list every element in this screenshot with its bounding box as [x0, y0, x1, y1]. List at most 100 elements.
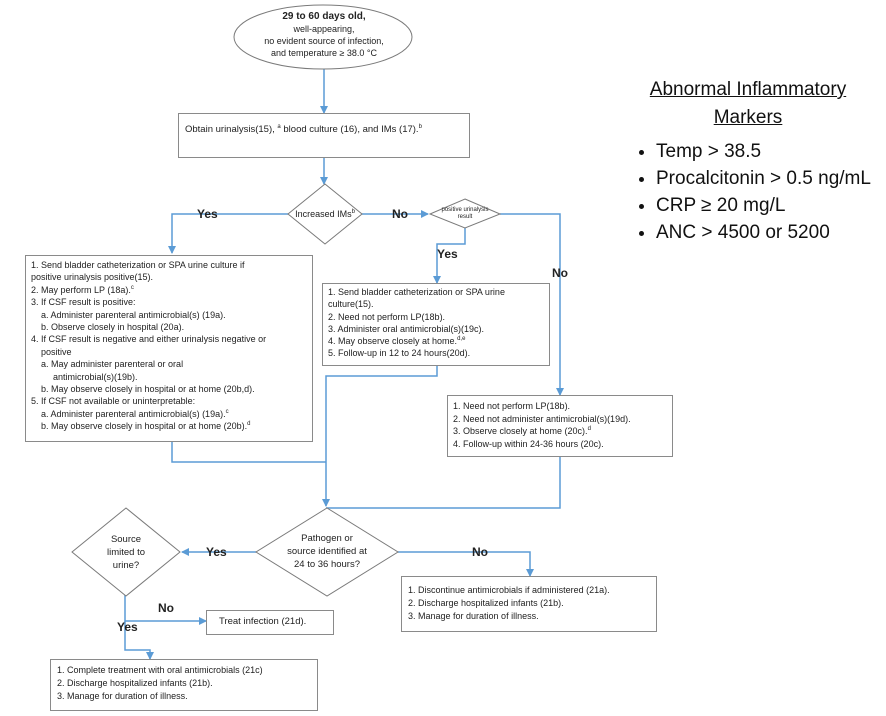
left-line-12: a. Administer parenteral antimicrobial(s… [31, 408, 307, 420]
complete-line-2: 3. Manage for duration of illness. [57, 691, 188, 701]
start-line3: no evident source of infection, [264, 36, 384, 46]
left-line-0: 1. Send bladder catheterization or SPA u… [31, 260, 245, 270]
decision-ims-sup: b [351, 209, 355, 215]
right-line-1: 2. Need not administer antimicrobial(s)(… [453, 413, 631, 424]
decision-pathogen: Pathogen or source identified at 24 to 3… [277, 532, 377, 571]
connector-ua-yes [433, 228, 466, 284]
connector-pathogen-no [398, 551, 534, 577]
left-sup-c1: c [130, 284, 134, 291]
label-ua-no: No [552, 266, 568, 280]
right-sup-d: d [587, 426, 591, 432]
connector-ims-yes [168, 213, 288, 254]
right-line-2: 3. Observe closely at home (20c).d [453, 425, 667, 438]
left-line-3: 3. If CSF result is positive: [31, 297, 136, 308]
right-line-2-text: 3. Observe closely at home (20c). [453, 426, 588, 436]
marker-item-crp: CRP ≥ 20 mg/L [656, 192, 886, 219]
decision-ims: Increased IMsb [290, 208, 360, 220]
decision-ims-shape [287, 183, 363, 245]
left-line-1: positive urinalysis positive(15). [31, 272, 154, 283]
complete-box: 1. Complete treatment with oral antimicr… [50, 659, 318, 711]
start-line2: well-appearing, [293, 24, 355, 34]
marker-item-anc: ANC > 4500 or 5200 [656, 219, 886, 246]
middle-line-4-text: 4. May observe closely at home. [328, 336, 458, 347]
label-source-no: No [158, 601, 174, 615]
treat-box: Treat infection (21d). [206, 610, 334, 635]
left-instructions-box: 1. Send bladder catheterization or SPA u… [25, 255, 313, 442]
decision-source-shape [71, 507, 181, 597]
discontinue-box: 1. Discontinue antimicrobials if adminis… [401, 576, 657, 632]
markers-title-line2: Markers [713, 107, 783, 128]
middle-sup-de: d,e [457, 336, 466, 343]
decision-ua-line2: result [457, 214, 473, 220]
left-line-13-text: b. May observe closely in hospital or at… [41, 421, 248, 432]
decision-source: Source limited to urine? [96, 533, 156, 572]
connector-middle-merge [322, 366, 438, 507]
decision-pathogen-line1: Pathogen or [301, 533, 353, 544]
label-ims-yes: Yes [197, 207, 218, 221]
left-line-8: a. May administer parenteral or oral [41, 359, 184, 370]
connector-right-merge [326, 457, 561, 509]
label-ims-no: No [392, 207, 408, 221]
middle-line-0: 1. Send bladder catheterization or SPA u… [328, 287, 505, 297]
left-line-4: a. Administer parenteral antimicrobial(s… [41, 309, 226, 320]
decision-ua-line1: positive urinalysis [441, 207, 489, 213]
right-line-0: 1. Need not perform LP(18b). [453, 401, 571, 411]
left-line-5: b. Observe closely in hospital (20a). [41, 322, 185, 333]
start-line1: 29 to 60 days old, [282, 11, 366, 22]
decision-ua-shape [428, 198, 502, 229]
left-line-6: 4. If CSF result is negative and either … [31, 334, 267, 345]
label-pathogen-no: No [472, 545, 488, 559]
marker-item-procalcitonin: Procalcitonin > 0.5 ng/mL [656, 165, 886, 192]
left-line-7: positive [41, 346, 72, 357]
right-instructions-box: 1. Need not perform LP(18b). 2. Need not… [447, 395, 673, 457]
decision-source-line2: limited to [106, 547, 145, 558]
decision-ims-label: Increased IMs [295, 209, 352, 219]
left-line-9: antimicrobial(s)(19b). [53, 371, 138, 382]
connector-ua-no [500, 213, 564, 396]
obtain-sup-a: a [277, 123, 281, 130]
markers-title-line1: Abnormal Inflammatory [649, 79, 847, 100]
left-line-2: 2. May perform LP (18a).c [31, 284, 307, 296]
middle-line-1: culture(15). [328, 299, 374, 310]
label-pathogen-yes: Yes [206, 545, 227, 559]
label-ua-yes: Yes [437, 247, 458, 261]
middle-line-2: 2. Need not perform LP(18b). [328, 311, 446, 322]
complete-line-1: 2. Discharge hospitalized infants (21b). [57, 678, 213, 688]
markers-list: Temp > 38.5 Procalcitonin > 0.5 ng/mL CR… [610, 138, 886, 246]
complete-line-0: 1. Complete treatment with oral antimicr… [57, 665, 263, 675]
middle-line-4: 4. May observe closely at home.d,e [328, 335, 544, 347]
middle-line-5: 5. Follow-up in 12 to 24 hours(20d). [328, 348, 471, 359]
label-source-yes: Yes [117, 620, 138, 634]
start-line4: and temperature ≥ 38.0 °C [270, 48, 378, 58]
decision-pathogen-line3: 24 to 36 hours? [293, 559, 361, 570]
obtain-sup-b: b [418, 123, 422, 130]
right-line-3: 4. Follow-up within 24-36 hours (20c). [453, 438, 604, 449]
left-sup-c2: c [225, 408, 229, 415]
middle-instructions-box: 1. Send bladder catheterization or SPA u… [322, 283, 550, 366]
discontinue-line-0: 1. Discontinue antimicrobials if adminis… [408, 585, 610, 595]
discontinue-line-1: 2. Discharge hospitalized infants (21b). [408, 598, 564, 608]
marker-item-temp: Temp > 38.5 [656, 138, 886, 165]
decision-source-line3: urine? [112, 560, 140, 571]
left-line-2-text: 2. May perform LP (18a). [31, 284, 131, 295]
decision-urinalysis: positive urinalysis result [432, 207, 498, 221]
start-node: 29 to 60 days old, well-appearing, no ev… [244, 11, 404, 59]
obtain-box: Obtain urinalysis(15), a blood culture (… [178, 113, 470, 158]
decision-source-line1: Source [110, 534, 142, 545]
left-line-10: b. May observe closely in hospital or at… [41, 384, 255, 395]
left-line-13: b. May observe closely in hospital or at… [31, 420, 307, 432]
left-line-12-text: a. Administer parenteral antimicrobial(s… [41, 408, 226, 419]
decision-pathogen-shape [255, 507, 399, 597]
discontinue-line-2: 3. Manage for duration of illness. [408, 611, 539, 621]
obtain-text: Obtain urinalysis(15), [185, 124, 278, 135]
inflammatory-markers-panel: Abnormal Inflammatory Markers Temp > 38.… [610, 76, 886, 246]
connector-left-merge [171, 442, 326, 463]
connector-source-yes [124, 621, 154, 660]
left-sup-d: d [247, 421, 251, 428]
start-node-shape [233, 4, 413, 70]
obtain-text2: blood culture (16), and IMs (17). [280, 124, 419, 135]
decision-pathogen-line2: source identified at [287, 546, 367, 557]
left-line-11: 5. If CSF not available or uninterpretab… [31, 396, 196, 407]
middle-line-3: 3. Administer oral antimicrobial(s)(19c)… [328, 323, 485, 334]
